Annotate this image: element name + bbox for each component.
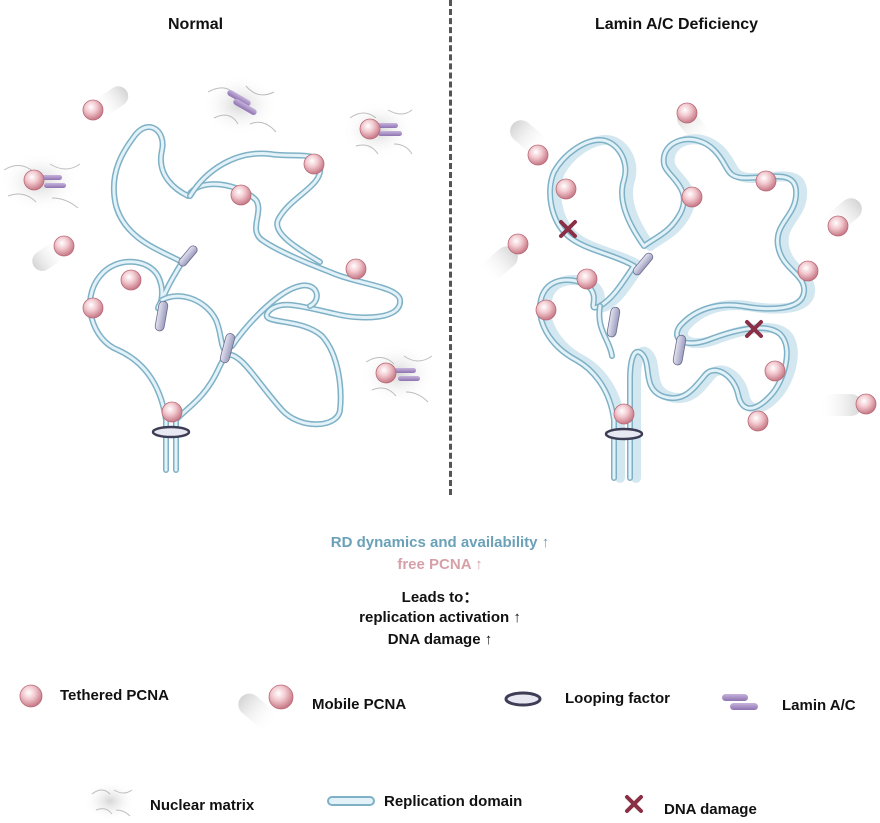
- tethered-pcna-left-2: [303, 153, 325, 175]
- tethered-pcna-right-5: [797, 260, 819, 282]
- tethered-pcna-right-6: [535, 299, 557, 321]
- mobile-pcna-right-5: [818, 393, 877, 416]
- mobile-pcna-right-1: [676, 102, 709, 143]
- tethered-pcna-right-4: [576, 268, 598, 290]
- mobile-pcna-right-2: [510, 120, 549, 166]
- legend-icon-looping-factor: [504, 691, 542, 707]
- tethered-pcna-left-3: [120, 269, 142, 291]
- tethered-pcna-right-8: [613, 403, 635, 425]
- tethered-pcna-right-3: [755, 170, 777, 192]
- summary-replication-activation: replication activation ↑: [359, 609, 521, 626]
- looping-factor-left-base: [151, 425, 191, 439]
- summary-dna-damage: DNA damage ↑: [387, 631, 493, 648]
- looping-factor-left-2: [154, 300, 169, 332]
- tethered-pcna-left-6: [161, 401, 183, 423]
- legend-icon-mobile-pcna: [238, 684, 294, 729]
- dna-damage-mark-1: [559, 220, 577, 238]
- legend-icon-dna-damage: [625, 795, 643, 813]
- looping-factor-left-3: [219, 333, 236, 364]
- summary-rd-dynamics: RD dynamics and availability ↑: [330, 534, 550, 551]
- replication-domain-right: [536, 134, 816, 483]
- tethered-pcna-left-1: [230, 184, 252, 206]
- legend-icon-replication-domain: [327, 796, 375, 806]
- legend-label-looping-factor: Looping factor: [565, 690, 670, 707]
- legend-label-replication-domain: Replication domain: [384, 793, 523, 810]
- legend-label-nuclear-matrix: Nuclear matrix: [150, 797, 255, 814]
- legend-label-mobile-pcna: Mobile PCNA: [312, 696, 407, 713]
- mobile-pcna-left-1: [82, 86, 129, 121]
- mobile-pcna-right-4: [826, 198, 862, 237]
- tethered-pcna-right-2: [681, 186, 703, 208]
- looping-factor-right-2: [606, 306, 621, 338]
- panel-divider: [449, 0, 452, 495]
- tethered-pcna-matrix-2: [359, 118, 381, 140]
- nuclear-matrix-cluster-4: [360, 344, 436, 404]
- mobile-pcna-right-3: [482, 233, 529, 280]
- legend-label-dna-damage: DNA damage: [664, 801, 757, 818]
- mobile-pcna-left-2: [32, 235, 75, 271]
- tethered-pcna-left-5: [82, 297, 104, 319]
- panel-title-lamin-deficiency: Lamin A/C Deficiency: [595, 16, 759, 33]
- looping-factor-right-1: [632, 252, 654, 276]
- summary-leads-to: Leads to：: [401, 589, 479, 606]
- lamin-ac-1: [227, 90, 257, 115]
- looping-factor-right-3: [672, 334, 687, 366]
- looping-factor-right-base: [604, 427, 644, 441]
- tethered-pcna-left-4: [345, 258, 367, 280]
- nuclear-matrix-cluster-3: [0, 152, 81, 212]
- summary-free-pcna: free PCNA ↑: [397, 556, 483, 573]
- replication-domain-left: [87, 124, 403, 473]
- looping-factor-left-1: [178, 245, 198, 267]
- legend-icon-tethered-pcna: [19, 684, 43, 708]
- dna-damage-mark-2: [745, 320, 763, 338]
- tethered-pcna-right-7: [764, 360, 786, 382]
- legend-icon-nuclear-matrix: [84, 781, 136, 821]
- panel-title-normal: Normal: [168, 16, 224, 33]
- tethered-pcna-right-9: [747, 410, 769, 432]
- tethered-pcna-right-1: [555, 178, 577, 200]
- legend-label-tethered-pcna: Tethered PCNA: [60, 687, 169, 704]
- legend-label-lamin-ac: Lamin A/C: [782, 697, 856, 714]
- legend-icon-lamin-ac: [722, 694, 758, 710]
